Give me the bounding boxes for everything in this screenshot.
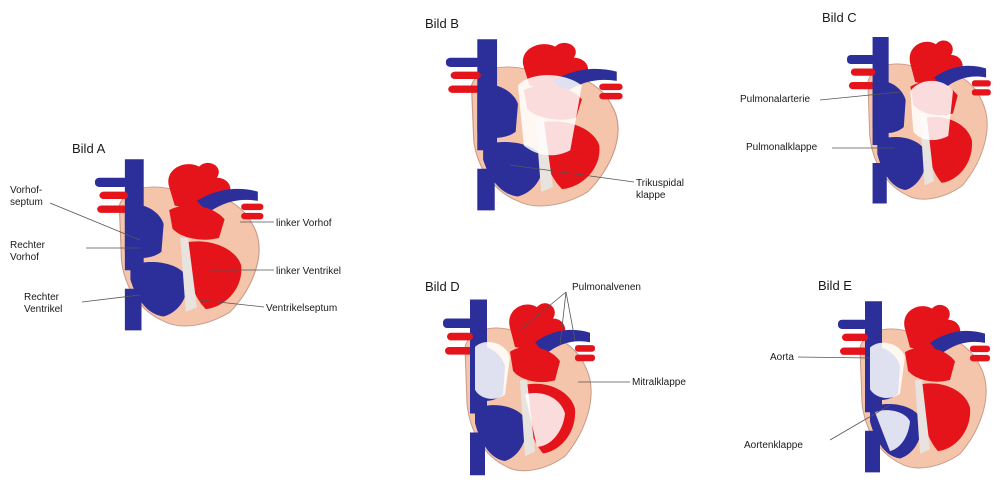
- leader-lines: [0, 0, 1005, 485]
